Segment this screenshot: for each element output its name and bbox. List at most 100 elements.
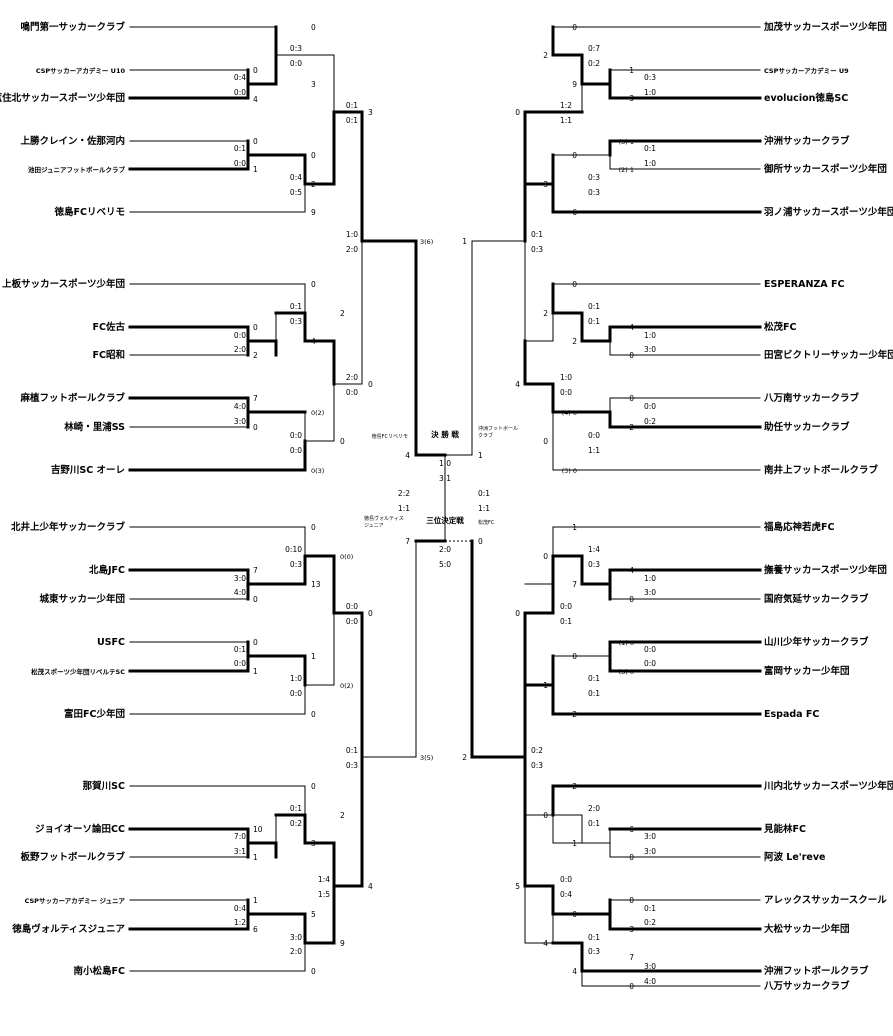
match-score: 2 bbox=[543, 51, 548, 60]
team-name-right: 八万サッカークラブ bbox=[763, 980, 850, 992]
match-score: 0(2) bbox=[311, 409, 324, 417]
match-score: 1:4 bbox=[588, 545, 600, 554]
match-score: 0:0 bbox=[290, 446, 302, 455]
match-score: 0 bbox=[629, 351, 634, 360]
match-score: 4 bbox=[515, 380, 520, 389]
match-score: 4 bbox=[253, 95, 258, 104]
match-score: 3 bbox=[543, 180, 548, 189]
match-score: 5:0 bbox=[439, 560, 451, 569]
final-team-right: 沖洲フットボール bbox=[478, 425, 518, 432]
team-name-left: 松茂スポーツ少年団リベルテSC bbox=[31, 667, 125, 676]
match-score: 9 bbox=[572, 80, 577, 89]
match-score: 1:2 bbox=[560, 101, 572, 110]
match-score: (3) 0 bbox=[619, 668, 634, 676]
match-score: (2) 1 bbox=[619, 166, 634, 174]
match-score: 0 bbox=[629, 595, 634, 604]
match-score: 1:0 bbox=[346, 230, 358, 239]
match-score: 3 bbox=[629, 925, 634, 934]
match-score: 0:0 bbox=[234, 659, 246, 668]
match-score: 5 bbox=[311, 910, 316, 919]
match-score: 0:0 bbox=[644, 402, 656, 411]
final-team-left: 徳島FCリベリモ bbox=[372, 433, 408, 440]
team-name-right: 羽ノ浦サッカースポーツ少年団 bbox=[764, 206, 893, 218]
match-score: 0:3 bbox=[588, 560, 600, 569]
match-score: 1 bbox=[629, 66, 634, 75]
match-score: 2:0 bbox=[290, 947, 302, 956]
match-score: 0:3 bbox=[588, 173, 600, 182]
match-score: 1:0 bbox=[644, 331, 656, 340]
match-score: 0 bbox=[572, 910, 577, 919]
team-name-left: 板野フットボールクラブ bbox=[20, 851, 125, 863]
match-score: 0:0 bbox=[560, 875, 572, 884]
team-name-left: 吉野川SC オーレ bbox=[51, 464, 125, 476]
match-score: 1 bbox=[253, 667, 258, 676]
match-score: 7 bbox=[572, 580, 577, 589]
match-score: 1 bbox=[543, 681, 548, 690]
match-score: 0:0 bbox=[588, 431, 600, 440]
match-score: 0:0 bbox=[290, 59, 302, 68]
match-score: 1 bbox=[462, 237, 467, 246]
team-name-right: 撫養サッカースポーツ少年団 bbox=[764, 564, 887, 576]
final-label: 決 勝 戦 bbox=[431, 429, 459, 439]
match-score: 7 bbox=[253, 394, 258, 403]
match-score: 0:0 bbox=[560, 388, 572, 397]
match-score: 0:1 bbox=[588, 302, 600, 311]
team-name-right: 阿波 Le'reve bbox=[764, 851, 825, 863]
match-score: 0:1 bbox=[346, 746, 358, 755]
team-name-right: 南井上フットボールクラブ bbox=[764, 464, 879, 476]
match-score: 0:1 bbox=[346, 116, 358, 125]
team-name-left: CSPサッカーアカデミー ジュニア bbox=[25, 896, 126, 905]
team-name-right: 山川少年サッカークラブ bbox=[764, 636, 869, 648]
match-score: 0:1 bbox=[346, 101, 358, 110]
team-name-left: FC昭和 bbox=[93, 349, 125, 361]
match-score: 6 bbox=[629, 825, 634, 834]
team-name-left: FC佐古 bbox=[93, 321, 126, 333]
match-score: 0 bbox=[253, 595, 258, 604]
team-name-left: 上板サッカースポーツ少年団 bbox=[2, 278, 125, 290]
team-name-left: 那賀川SC bbox=[83, 780, 125, 792]
match-score: 1:5 bbox=[318, 890, 330, 899]
match-score: 0 bbox=[543, 437, 548, 446]
match-score: 0(2) bbox=[340, 682, 353, 690]
match-score: 0 bbox=[253, 137, 258, 146]
match-score: 2:0 bbox=[588, 804, 600, 813]
match-score: 7 bbox=[405, 537, 410, 546]
match-score: 2:2 bbox=[398, 489, 410, 498]
match-score: 2:0 bbox=[234, 345, 246, 354]
match-score: 0(0) bbox=[340, 553, 353, 561]
match-score: 0 bbox=[368, 380, 373, 389]
match-score: 5 bbox=[515, 882, 520, 891]
match-score: 2 bbox=[253, 351, 258, 360]
match-score: 0:0 bbox=[234, 159, 246, 168]
match-score: 0:0 bbox=[346, 602, 358, 611]
match-score: 1 bbox=[311, 652, 316, 661]
match-score: 0:0 bbox=[346, 388, 358, 397]
bracket-lines bbox=[128, 25, 762, 987]
team-name-left: 麻植フットボールクラブ bbox=[19, 392, 125, 404]
team-name-left: 林崎・里浦SS bbox=[64, 421, 125, 433]
team-name-right: アレックスサッカースクール bbox=[764, 895, 887, 906]
match-score: 0:7 bbox=[588, 44, 600, 53]
match-score: 4 bbox=[629, 323, 634, 332]
match-score: 1:1 bbox=[588, 446, 600, 455]
match-score: 4 bbox=[543, 939, 548, 948]
match-score: 4:0 bbox=[644, 977, 656, 986]
match-score: (4) 0 bbox=[562, 409, 577, 417]
match-score: 3:1 bbox=[234, 847, 246, 856]
match-score: 0:0 bbox=[560, 602, 572, 611]
match-score: 1 bbox=[253, 853, 258, 862]
match-score: 2 bbox=[572, 782, 577, 791]
match-score: 0 bbox=[311, 280, 316, 289]
match-score: 0 bbox=[311, 151, 316, 160]
match-score: 4 bbox=[629, 566, 634, 575]
match-score: 0:1 bbox=[644, 144, 656, 153]
match-score: 0:0 bbox=[346, 617, 358, 626]
match-score: 0 bbox=[368, 609, 373, 618]
match-score: 0 bbox=[253, 66, 258, 75]
match-score: 3:0 bbox=[644, 588, 656, 597]
match-score: 4 bbox=[311, 337, 316, 346]
match-score: (3) 1 bbox=[619, 138, 634, 146]
team-name-left: 北井上少年サッカークラブ bbox=[11, 521, 126, 533]
match-score: 0:1 bbox=[531, 230, 543, 239]
